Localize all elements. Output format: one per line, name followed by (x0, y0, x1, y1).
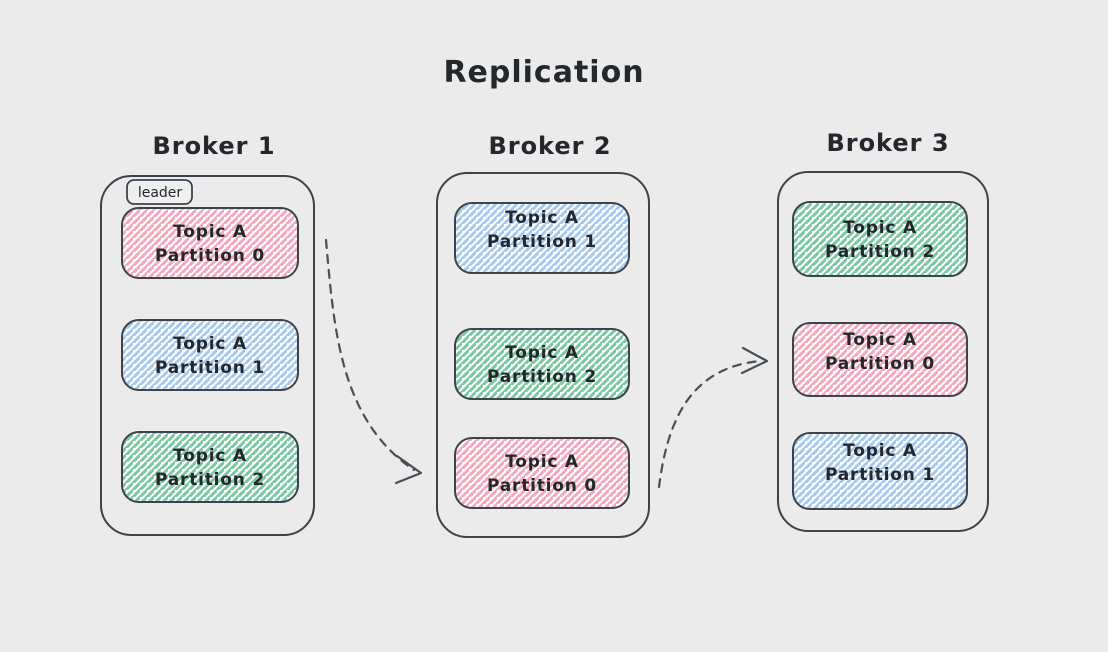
partition-box (792, 322, 968, 397)
broker-2: Broker 2 Topic A Partition 1 Topic A Par… (436, 132, 650, 538)
partition-box (792, 432, 968, 510)
partition-box (454, 202, 630, 274)
partition-topic: Topic A (505, 343, 579, 363)
arrow-broker1-to-broker2-line (324, 238, 416, 472)
partition-number: Partition 0 (825, 354, 935, 374)
partition-number: Partition 2 (155, 470, 265, 490)
diagram-title: Replication (443, 55, 644, 90)
broker-1-label: Broker 1 (152, 132, 275, 160)
broker-2-partition-slot-1: Topic A Partition 1 (454, 202, 630, 274)
partition-number: Partition 2 (487, 367, 597, 387)
arrow-broker1-to-broker2 (324, 238, 423, 485)
partition-topic: Topic A (505, 208, 579, 228)
broker-1-container (100, 175, 315, 536)
arrow-head-icon (740, 346, 769, 375)
partition-topic: Topic A (173, 222, 247, 242)
broker-1-partition-slot-2: Topic A Partition 1 (121, 319, 299, 391)
partition-topic: Topic A (505, 452, 579, 472)
broker-3: Broker 3 Topic A Partition 2 Topic A Par… (777, 129, 989, 532)
partition-topic: Topic A (843, 330, 917, 350)
partition-number: Partition 2 (825, 242, 935, 262)
broker-2-partition-slot-2: Topic A Partition 2 (454, 328, 630, 400)
partition-topic: Topic A (843, 441, 917, 461)
partition-box (792, 201, 968, 277)
leader-badge: leader (126, 179, 193, 205)
broker-3-container (777, 171, 989, 532)
broker-3-partition-slot-3: Topic A Partition 1 (792, 432, 968, 510)
arrow-head-icon (394, 454, 423, 485)
leader-badge-box (126, 179, 193, 205)
partition-box (454, 437, 630, 509)
broker-1-partition-slot-1: Topic A Partition 0 (121, 207, 299, 279)
leader-badge-label: leader (138, 185, 183, 201)
broker-1: Broker 1 Topic A Partition 0 Topic A Par… (100, 132, 315, 536)
broker-2-label: Broker 2 (488, 132, 611, 160)
partition-box (121, 431, 299, 503)
partition-number: Partition 1 (155, 358, 265, 378)
partition-box (454, 328, 630, 400)
broker-3-partition-slot-2: Topic A Partition 0 (792, 322, 968, 397)
arrow-broker2-to-broker3-line (657, 359, 762, 489)
partition-topic: Topic A (843, 218, 917, 238)
partition-number: Partition 1 (487, 232, 597, 252)
broker-1-partition-slot-3: Topic A Partition 2 (121, 431, 299, 503)
partition-number: Partition 0 (487, 476, 597, 496)
partition-number: Partition 0 (155, 246, 265, 266)
partition-topic: Topic A (173, 446, 247, 466)
partition-number: Partition 1 (825, 465, 935, 485)
broker-2-container (436, 172, 650, 538)
broker-3-label: Broker 3 (826, 129, 949, 157)
arrow-broker2-to-broker3 (657, 346, 769, 489)
partition-box (121, 319, 299, 391)
partition-topic: Topic A (173, 334, 247, 354)
partition-box (121, 207, 299, 279)
broker-2-partition-slot-3: Topic A Partition 0 (454, 437, 630, 509)
broker-3-partition-slot-1: Topic A Partition 2 (792, 201, 968, 277)
